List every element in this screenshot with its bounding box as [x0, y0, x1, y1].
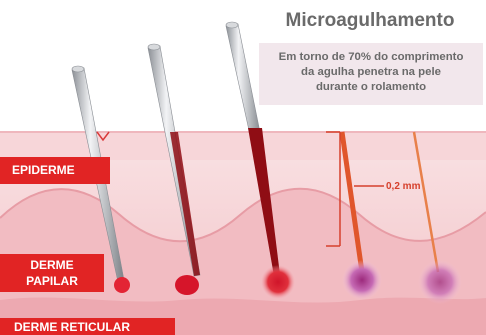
label-derme-papilar-line2: PAPILAR [0, 273, 104, 289]
needle-3 [226, 24, 262, 144]
label-derme-papilar: DERME PAPILAR [0, 254, 104, 292]
info-note: Em torno de 70% do comprimento da agulha… [259, 43, 483, 105]
label-epiderme: EPIDERME [0, 157, 110, 184]
puncture-mark-3 [261, 265, 295, 299]
epidermis-band [0, 132, 486, 160]
label-derme-papilar-line1: DERME [0, 257, 104, 273]
note-line-1: Em torno de 70% do comprimento [265, 50, 477, 65]
label-derme-reticular: DERME RETICULAR [0, 318, 175, 335]
note-line-3: durante o rolamento [265, 80, 477, 95]
page-title: Microagulhamento [262, 10, 478, 32]
puncture-mark-1 [114, 277, 130, 293]
puncture-mark-5 [418, 260, 462, 304]
note-line-2: da agulha penetra na pele [265, 65, 477, 80]
depth-measurement: 0,2 mm [386, 181, 420, 192]
puncture-mark-4 [342, 260, 382, 300]
